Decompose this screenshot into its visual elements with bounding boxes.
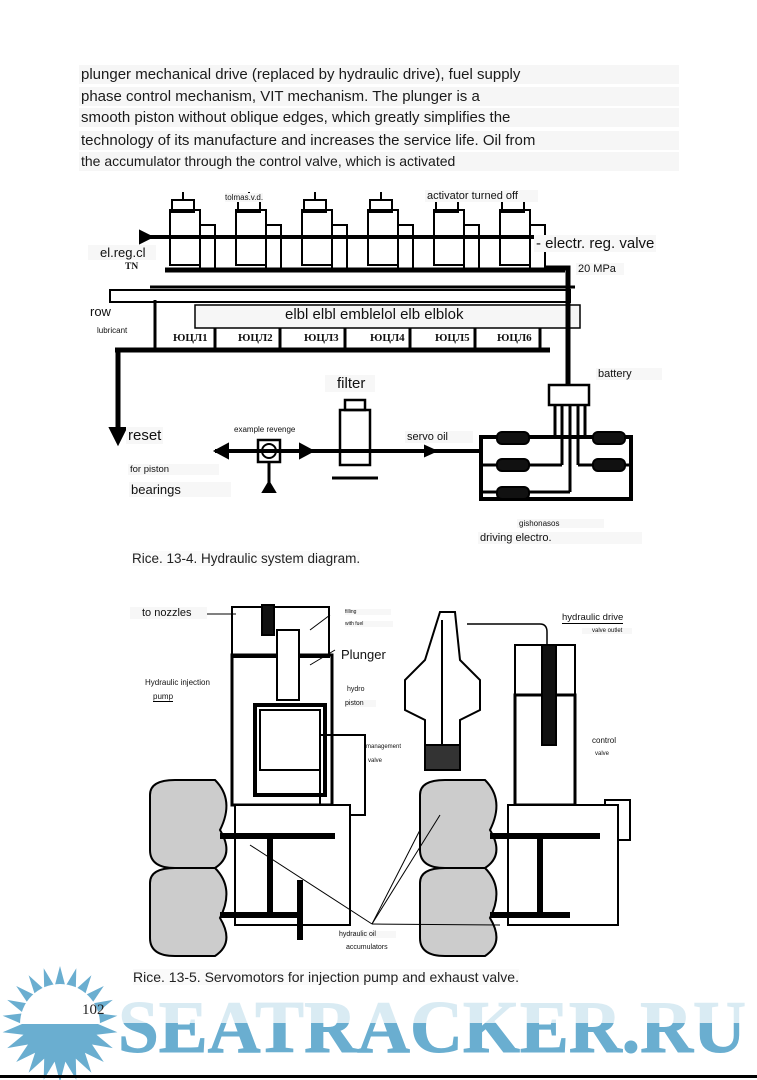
label-hyd-drive: hydraulic drive: [562, 612, 624, 624]
label-filling: filling: [345, 609, 392, 615]
label-driving: driving electro.: [478, 532, 642, 544]
label-accumulators: accumulators: [346, 944, 388, 951]
label-valve: valve: [368, 758, 383, 764]
label-tn: TN: [125, 262, 139, 272]
injector-valves: [496, 431, 626, 500]
label-cyl-3: ЮЦЛ3: [304, 332, 339, 344]
label-valve-outlet: valve outlet: [582, 628, 633, 634]
paragraph-line: technology of its manufacture and increa…: [79, 131, 679, 150]
label-management: management: [366, 744, 402, 750]
bottom-rule: [0, 1075, 757, 1078]
label-bearings: bearings: [129, 482, 231, 497]
label-cyl-1: ЮЦЛ1: [173, 332, 208, 344]
arrow-left-icon: [212, 442, 229, 460]
label-hyd-pump-1: Hydraulic injection: [145, 678, 210, 687]
label-lubricant: lubricant: [97, 326, 128, 335]
oil-accumulator: [149, 779, 228, 957]
label-hyd-pump-2: pump: [153, 692, 174, 702]
label-el-reg: el.reg.cl: [88, 245, 156, 260]
arrow-right-icon: [299, 442, 316, 460]
label-hydro: hydro: [347, 686, 365, 693]
label-cyl-5: ЮЦЛ5: [435, 332, 470, 344]
label-servo-oil: servo oil: [405, 431, 473, 443]
injection-pump: [230, 604, 366, 926]
label-to-nozzles: to nozzles: [130, 607, 207, 619]
label-piston: piston: [345, 700, 376, 707]
label-control: control: [592, 736, 617, 745]
label-control-valve: valve: [595, 751, 610, 757]
paragraph-line: plunger mechanical drive (replaced by hy…: [79, 65, 679, 84]
servomotors-diagram: [149, 604, 631, 957]
exhaust-valve: [404, 611, 548, 771]
label-filter: filter: [325, 375, 376, 392]
label-activator: activator turned off: [425, 190, 538, 202]
label-for-piston: for piston: [128, 464, 220, 475]
label-plunger: Plunger: [341, 647, 386, 662]
label-cyl-4: ЮЦЛ4: [370, 332, 405, 344]
page-number: 102: [82, 1002, 105, 1018]
label-battery: battery: [596, 368, 662, 380]
label-cyl-2: ЮЦЛ2: [238, 332, 273, 344]
servo-unit: [507, 644, 631, 926]
label-pressure: 20 MPa: [576, 263, 624, 275]
label-reset: reset: [126, 427, 164, 444]
label-example: example revenge: [234, 425, 296, 434]
arrow-down-icon: [108, 427, 128, 447]
distribution-block: [194, 304, 581, 329]
label-tolmas: tolmas.v.d.: [225, 193, 264, 202]
pump-unit: [169, 192, 216, 271]
label-row: row: [90, 304, 111, 319]
oil-accumulator: [419, 779, 498, 957]
arrow-icon: [139, 229, 155, 245]
figure-caption: Rice. 13-4. Hydraulic system diagram.: [132, 551, 361, 566]
filter-unit: [332, 398, 378, 480]
paragraph-line: phase control mechanism, VIT mechanism. …: [79, 87, 679, 106]
label-with-fuel: with fuel: [345, 621, 394, 627]
label-cyl-6: ЮЦЛ6: [497, 332, 532, 344]
label-hyd-oil: hydraulic oil: [339, 931, 396, 938]
label-block: elbl elbl emblelol elb elblok: [285, 306, 464, 323]
paragraph-line: the accumulator through the control valv…: [79, 152, 679, 171]
label-gishonasos: gishonasos: [517, 519, 605, 528]
label-electr-valve: - electr. reg. valve: [534, 235, 657, 252]
sun-logo-icon: [2, 966, 118, 1080]
arrow-right-icon: [424, 444, 439, 458]
hydraulic-system-diagram: [108, 192, 633, 501]
figure-caption: Rice. 13-5. Servomotors for injection pu…: [133, 969, 519, 985]
paragraph-line: smooth piston without oblique edges, whi…: [79, 108, 679, 127]
